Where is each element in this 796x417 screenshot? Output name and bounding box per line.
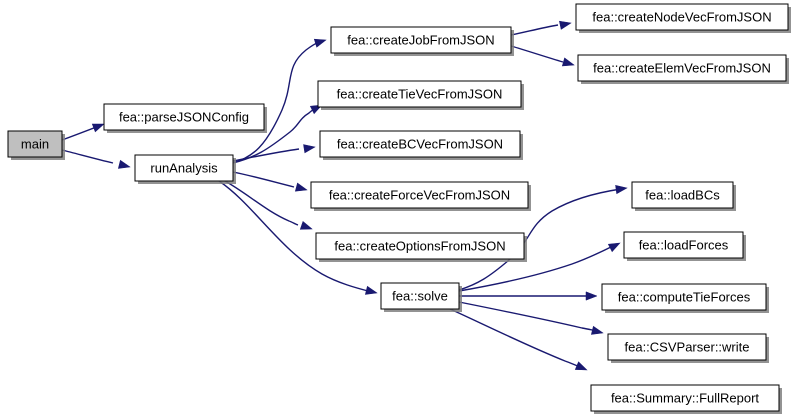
graph-node-createForceVecFromJSON[interactable]: fea::createForceVecFromJSON (310, 181, 531, 211)
node-label: main (21, 136, 49, 151)
node-box[interactable] (103, 103, 265, 131)
graph-node-createNodeVecFromJSON[interactable]: fea::createNodeVecFromJSON (575, 3, 791, 33)
call-edge-createJobFromJSON-to-createElemVecFromJSON (510, 45, 575, 67)
edge-arrowhead (574, 361, 588, 371)
call-edge-solve-to-SummaryFullReport (449, 308, 588, 371)
edge-arrowhead (607, 242, 621, 253)
edge-line (510, 45, 564, 63)
node-label: fea::loadBCs (645, 187, 720, 202)
edge-line (218, 180, 373, 293)
node-box[interactable] (601, 283, 767, 311)
edge-arrowhead (561, 57, 575, 67)
edge-line (61, 125, 100, 141)
edge-line (458, 188, 622, 291)
node-box[interactable] (590, 384, 780, 412)
call-edge-main-to-parseJSONConfig (61, 123, 105, 141)
edge-line (224, 180, 299, 226)
node-box[interactable] (134, 154, 234, 182)
edge-line (232, 107, 316, 164)
node-box[interactable] (623, 231, 744, 259)
graph-node-createOptionsFromJSON[interactable]: fea::createOptionsFromJSON (315, 232, 527, 262)
edge-arrowhead (294, 182, 308, 192)
graph-node-createElemVecFromJSON[interactable]: fea::createElemVecFromJSON (577, 54, 789, 84)
call-edge-solve-to-CSVParserWrite (458, 301, 604, 335)
node-box[interactable] (607, 333, 767, 361)
edge-line (449, 308, 584, 369)
node-box[interactable] (575, 3, 789, 31)
graph-node-solve[interactable]: fea::solve (380, 282, 462, 312)
edge-line (61, 149, 114, 164)
node-label: fea::createNodeVecFromJSON (592, 9, 771, 24)
call-edge-main-to-runAnalysis (61, 149, 131, 169)
node-box[interactable] (317, 80, 522, 108)
node-label: fea::createElemVecFromJSON (593, 60, 771, 75)
edge-arrowhead (303, 144, 316, 154)
edge-line (232, 148, 300, 162)
node-box[interactable] (577, 54, 787, 82)
edge-line (232, 171, 295, 188)
node-label: fea::CSVParser::write (625, 339, 750, 354)
edge-line (458, 301, 598, 332)
call-edge-solve-to-loadForces (458, 242, 621, 292)
graph-node-createTieVecFromJSON[interactable]: fea::createTieVecFromJSON (317, 80, 524, 110)
node-label: fea::computeTieForces (618, 289, 751, 304)
edge-line (232, 41, 320, 164)
edge-line (510, 24, 559, 36)
edge-arrowhead (615, 185, 628, 195)
node-box[interactable] (631, 181, 734, 209)
node-label: fea::createTieVecFromJSON (337, 86, 503, 101)
call-edge-solve-to-computeTieForces (459, 291, 598, 301)
graph-node-computeTieForces[interactable]: fea::computeTieForces (601, 283, 769, 313)
graph-node-createJobFromJSON[interactable]: fea::createJobFromJSON (330, 26, 514, 56)
edge-arrowhead (364, 285, 378, 295)
node-box[interactable] (315, 232, 525, 260)
call-edge-runAnalysis-to-createOptionsFromJSON (224, 180, 313, 230)
graph-node-createBCVecFromJSON[interactable]: fea::createBCVecFromJSON (319, 130, 523, 160)
edge-arrowhead (559, 20, 572, 30)
call-edge-solve-to-loadBCs (458, 185, 628, 291)
node-box[interactable] (7, 130, 63, 158)
graph-node-loadForces[interactable]: fea::loadForces (623, 231, 746, 261)
edge-arrowhead (313, 38, 327, 48)
edge-arrowhead (299, 221, 313, 230)
graph-node-CSVParserWrite[interactable]: fea::CSVParser::write (607, 333, 769, 363)
node-label: fea::createOptionsFromJSON (334, 238, 505, 253)
graph-node-SummaryFullReport[interactable]: fea::Summary::FullReport (590, 384, 782, 414)
call-edge-runAnalysis-to-createBCVecFromJSON (232, 144, 316, 162)
node-label: fea::parseJSONConfig (119, 109, 249, 124)
node-label: fea::solve (392, 288, 448, 303)
edge-arrowhead (117, 159, 131, 169)
graph-node-runAnalysis[interactable]: runAnalysis (134, 154, 236, 184)
node-label: fea::createForceVecFromJSON (329, 187, 510, 202)
edge-arrowhead (590, 325, 604, 335)
node-label: fea::createBCVecFromJSON (337, 136, 503, 151)
node-box[interactable] (380, 282, 460, 310)
node-label: fea::createJobFromJSON (347, 32, 494, 47)
graph-node-parseJSONConfig[interactable]: fea::parseJSONConfig (103, 103, 267, 133)
call-edge-createJobFromJSON-to-createNodeVecFromJSON (510, 20, 572, 36)
edges-layer (61, 20, 628, 371)
node-box[interactable] (319, 130, 521, 158)
node-label: fea::Summary::FullReport (611, 390, 759, 405)
call-edge-runAnalysis-to-solve (218, 180, 378, 295)
node-label: runAnalysis (150, 160, 218, 175)
nodes-layer: mainfea::parseJSONConfigrunAnalysisfea::… (7, 3, 791, 414)
graph-node-loadBCs[interactable]: fea::loadBCs (631, 181, 736, 211)
edge-arrowhead (585, 291, 598, 301)
call-edge-runAnalysis-to-createJobFromJSON (232, 38, 327, 164)
node-box[interactable] (330, 26, 512, 54)
edge-line (458, 245, 614, 292)
graph-node-main[interactable]: main (7, 130, 65, 160)
edge-arrowhead (91, 123, 105, 133)
call-edge-runAnalysis-to-createForceVecFromJSON (232, 171, 308, 192)
node-label: fea::loadForces (639, 237, 729, 252)
node-box[interactable] (310, 181, 529, 209)
